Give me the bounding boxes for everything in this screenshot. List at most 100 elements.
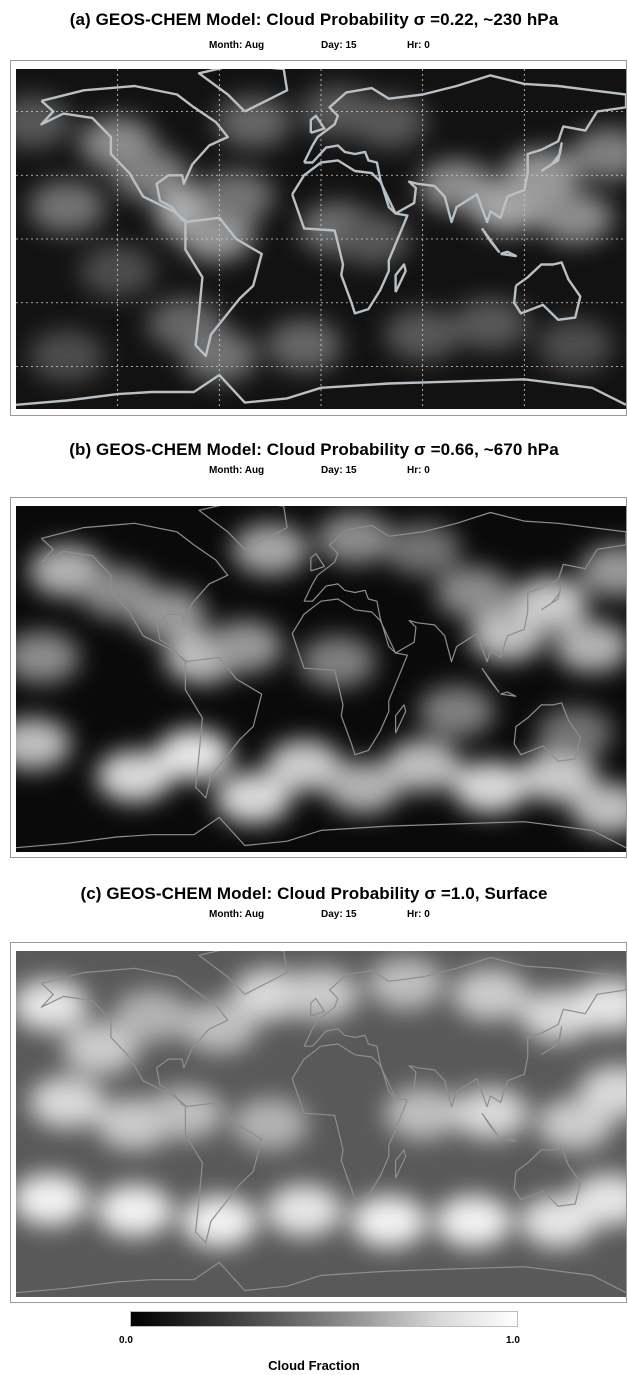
hour-label: Hr: 0 [407,40,430,51]
day-label: Day: 15 [321,909,357,920]
coastline [198,951,288,995]
cloud-blob [232,1098,309,1150]
coastlines [16,506,626,849]
cloud-blob [384,1087,461,1140]
cloud-blob [16,717,71,770]
cloud-blob [266,739,343,792]
cloud-blob [435,1195,512,1248]
cloud-blob [62,1022,139,1075]
coastline [16,816,626,849]
cloud-blob [232,523,309,576]
coastline [303,956,626,1108]
coastline [291,1043,408,1201]
panel-b: (b) GEOS-CHEM Model: Cloud Probability σ… [0,440,628,860]
cloud-blob [28,329,105,382]
hour-label: Hr: 0 [407,909,430,920]
cloud-blob [367,957,444,1010]
coastline [16,1261,626,1294]
cloud-blob [350,96,427,149]
coastline [480,227,501,253]
coastline [394,263,407,293]
cloud-blob [16,1173,88,1226]
coastline [197,69,289,113]
cloud-blob [452,761,529,814]
cloud-field [16,512,626,835]
coastlines [16,69,626,406]
cloud-blob [579,1065,626,1118]
cloud-blob [28,1076,105,1129]
cloud-blob [266,1184,343,1237]
coastline [16,373,626,406]
panel-title: (c) GEOS-CHEM Model: Cloud Probability σ… [80,884,548,903]
cloud-blob [571,782,626,835]
hour-label: Hr: 0 [407,465,430,476]
panel-title: (a) GEOS-CHEM Model: Cloud Probability σ… [69,10,559,29]
coastline [513,1147,581,1207]
cloud-blob [299,635,376,688]
coastline [513,261,582,321]
coastline [184,656,263,799]
panel-c: (c) GEOS-CHEM Model: Cloud Probability σ… [0,884,628,1304]
coastline [309,114,326,134]
cloud-blob [554,620,626,673]
cloud-blob [28,181,105,234]
cloud-blob [418,685,495,738]
coastline [310,998,325,1017]
month-label: Month: Aug [209,909,265,920]
coastline [303,74,626,224]
cloud-blob [435,566,512,619]
coastline [291,159,409,315]
cloud-blob [384,523,461,576]
colorbar-min-label: 0.0 [119,1335,133,1346]
cloud-blob [520,750,597,803]
month-label: Month: Aug [209,465,265,476]
cloud-blob [571,1173,626,1226]
cloud-blob [511,577,588,630]
cloud-blob [198,170,275,223]
coastline [513,702,581,762]
cloud-blob [215,771,292,824]
coastline [540,581,563,611]
coastline [184,1101,263,1244]
coastlines [16,951,626,1294]
coastline [40,84,229,224]
day-label: Day: 15 [321,465,357,476]
cloud-blob [571,128,626,180]
cloud-blob [452,298,529,350]
coastline [481,1112,500,1138]
colorbar-legend: 0.0 1.0 Cloud Fraction [0,1305,628,1375]
cloud-blob [316,512,393,565]
coastline [291,598,408,756]
coastline [500,250,518,258]
coastline [500,1136,517,1142]
cloud-blob [350,1195,427,1248]
cloud-map [16,951,626,1297]
day-label: Day: 15 [321,40,357,51]
cloud-blob [325,761,402,814]
cloud-blob [16,979,88,1032]
cloud-blob [16,631,80,684]
coastline [395,704,407,734]
map-frame [10,942,627,1303]
colorbar-max-label: 1.0 [506,1335,520,1346]
cloud-blob [215,96,292,149]
coastline [540,142,563,173]
cloud-blob [384,739,461,792]
cloud-blob [181,1195,258,1248]
month-label: Month: Aug [209,40,265,51]
map-frame [10,60,627,416]
panel-title: (b) GEOS-CHEM Model: Cloud Probability σ… [69,440,559,459]
cloud-blob [452,1087,529,1140]
cloud-blob [96,750,173,803]
cloud-blob [155,728,232,781]
cloud-blob [113,989,190,1042]
coastline [40,967,229,1108]
cloud-blob [537,319,614,372]
coastline [303,511,626,663]
cloud-blob [452,968,529,1021]
coastline [395,1149,407,1179]
cloud-blob [537,707,614,760]
cloud-map [16,506,626,852]
colorbar-gradient [130,1311,518,1327]
coastline [500,691,517,697]
